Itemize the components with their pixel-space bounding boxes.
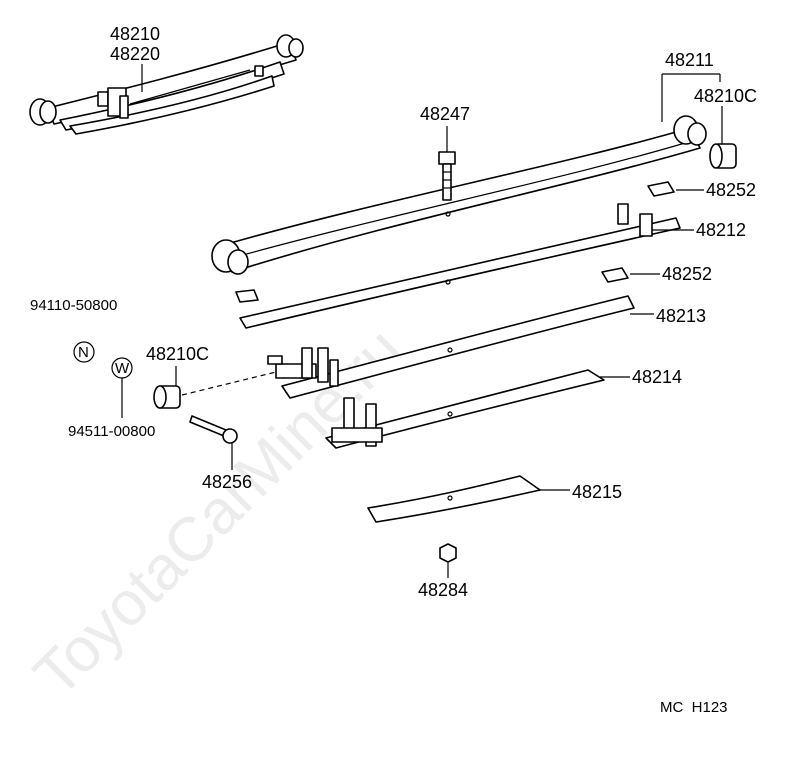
bushing-48210c-left: [153, 385, 181, 409]
center-bolt-48247: [438, 151, 456, 201]
callout-48247: 48247: [420, 104, 470, 124]
bolt-48256: [189, 415, 238, 444]
callout-48212: 48212: [696, 220, 746, 240]
callout-48210c-top: 48210C: [694, 86, 757, 106]
part-number-94110-50800: 94110-50800: [30, 297, 117, 314]
washer-symbol-letter: W: [115, 360, 130, 377]
main-leaf-48211: [211, 115, 707, 275]
nut-symbol-letter: N: [78, 344, 89, 361]
leaf-48213: [267, 295, 635, 399]
callout-48284: 48284: [418, 580, 468, 600]
callout-48214: 48214: [632, 367, 682, 387]
circled-n-icon: N: [73, 341, 95, 363]
nut-48284: [439, 543, 457, 563]
diagram-code: MC H123: [660, 699, 728, 716]
callout-48211: 48211: [665, 50, 714, 70]
callout-48252-lower: 48252: [662, 264, 712, 284]
part-number-94511-00800: 94511-00800: [68, 423, 155, 440]
leaf-48214: [325, 369, 605, 449]
circled-w-icon: W: [111, 357, 133, 379]
clip-48252-upper: [647, 181, 675, 197]
callout-48252-upper: 48252: [706, 180, 756, 200]
leaf-48212: [235, 203, 681, 329]
callout-48215: 48215: [572, 482, 622, 502]
callout-48210c-left: 48210C: [146, 344, 209, 364]
leaf-48215: [367, 475, 541, 523]
callout-48220: 48220: [110, 44, 160, 64]
callout-48256: 48256: [202, 472, 252, 492]
spring-assembly-thumbnail: [29, 34, 304, 135]
callout-48213: 48213: [656, 306, 706, 326]
clip-48252-lower: [601, 267, 629, 283]
callout-48210: 48210: [110, 24, 160, 44]
bushing-48210c-right: [709, 143, 737, 169]
